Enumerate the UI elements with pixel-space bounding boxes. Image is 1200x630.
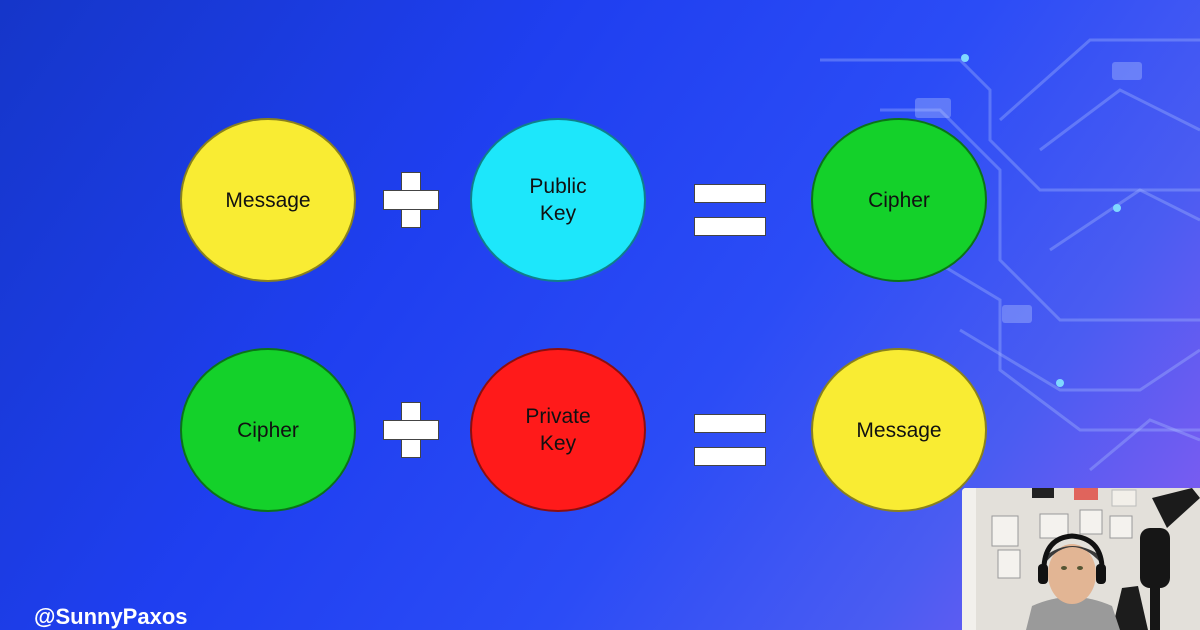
plus-icon [383,402,439,458]
equals-icon [694,184,766,236]
cipher-circle: Cipher [180,348,356,512]
webcam-person-image [962,488,1200,630]
equals-icon [694,414,766,466]
channel-handle: @SunnyPaxos [34,604,188,629]
webcam-overlay [962,488,1200,630]
private-key-circle: Private Key [470,348,646,512]
message-circle: Message [180,118,356,282]
message-result-circle: Message [811,348,987,512]
plus-icon [383,172,439,228]
cipher-result-circle: Cipher [811,118,987,282]
public-key-circle: Public Key [470,118,646,282]
